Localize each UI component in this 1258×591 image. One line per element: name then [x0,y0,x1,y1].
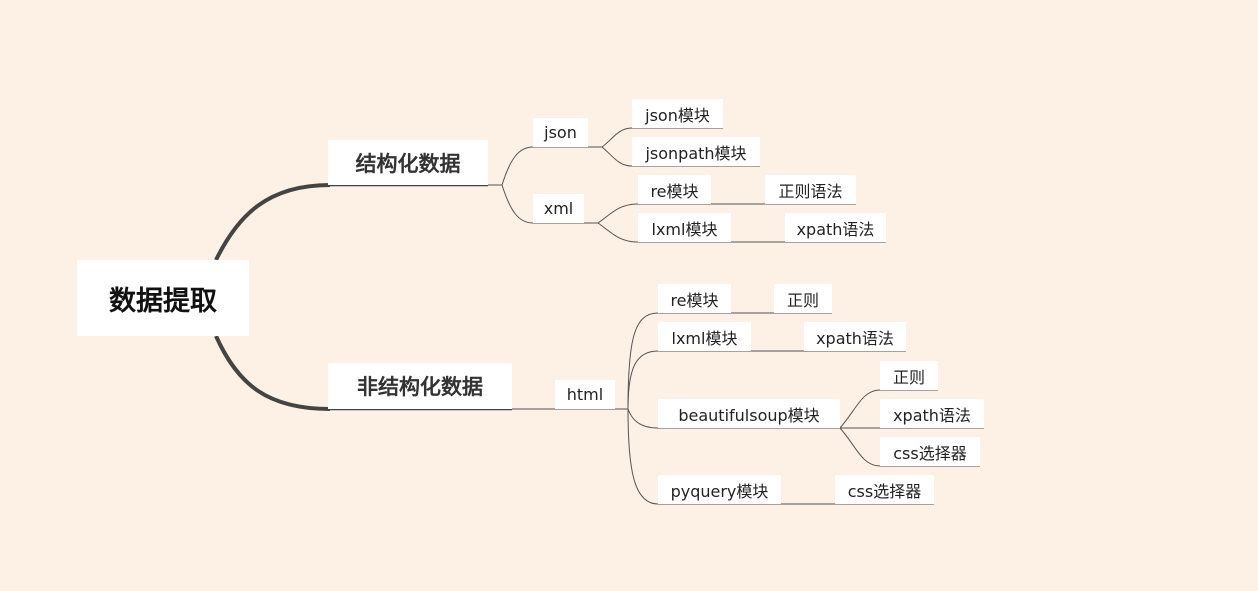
node-pyquery-module[interactable]: pyquery模块 [658,475,781,504]
node-html-lxml-module[interactable]: lxml模块 [658,322,751,351]
connector-structured-json [488,146,534,186]
connector-root-structured [214,183,331,261]
node-xml[interactable]: xml [533,194,584,223]
node-bs4-xpath-yufa[interactable]: xpath语法 [880,399,984,428]
node-html-xpath-yufa[interactable]: xpath语法 [804,322,906,351]
branch-structured[interactable]: 结构化数据 [328,140,488,185]
node-html[interactable]: html [555,380,615,409]
connector-json-children-2 [601,146,633,167]
node-beautifulsoup-module[interactable]: beautifulsoup模块 [658,399,840,428]
connector-bs4-zhengze [839,389,881,429]
connector-html-lxml [627,350,659,410]
connector-html-re [627,312,659,410]
node-bs4-zhengze[interactable]: 正则 [880,361,938,390]
node-xml-xpath-yufa[interactable]: xpath语法 [785,213,886,242]
node-json-module[interactable]: json模块 [632,99,723,128]
node-jsonpath-module[interactable]: jsonpath模块 [632,137,760,166]
connector-root-unstructured [214,335,331,411]
node-xml-lxml-module[interactable]: lxml模块 [638,213,731,242]
connector-xml-lxml [597,222,639,243]
root-node[interactable]: 数据提取 [77,260,249,336]
connector-bs4-css [839,427,881,467]
connector-structured-xml [501,184,534,224]
node-xml-re-module[interactable]: re模块 [638,175,711,204]
node-json[interactable]: json [533,118,588,147]
node-pyquery-css-selector[interactable]: css选择器 [835,475,934,504]
node-html-zhengze[interactable]: 正则 [774,284,832,313]
branch-unstructured[interactable]: 非结构化数据 [328,363,512,409]
node-html-re-module[interactable]: re模块 [658,284,731,313]
node-bs4-css-selector[interactable]: css选择器 [880,437,980,466]
connector-html-bs4 [627,408,659,429]
connector-json-children [588,127,633,148]
node-xml-zhengze-yufa[interactable]: 正则语法 [765,175,856,204]
connector-html-pyquery [627,408,659,505]
connector-xml-re [584,203,639,224]
